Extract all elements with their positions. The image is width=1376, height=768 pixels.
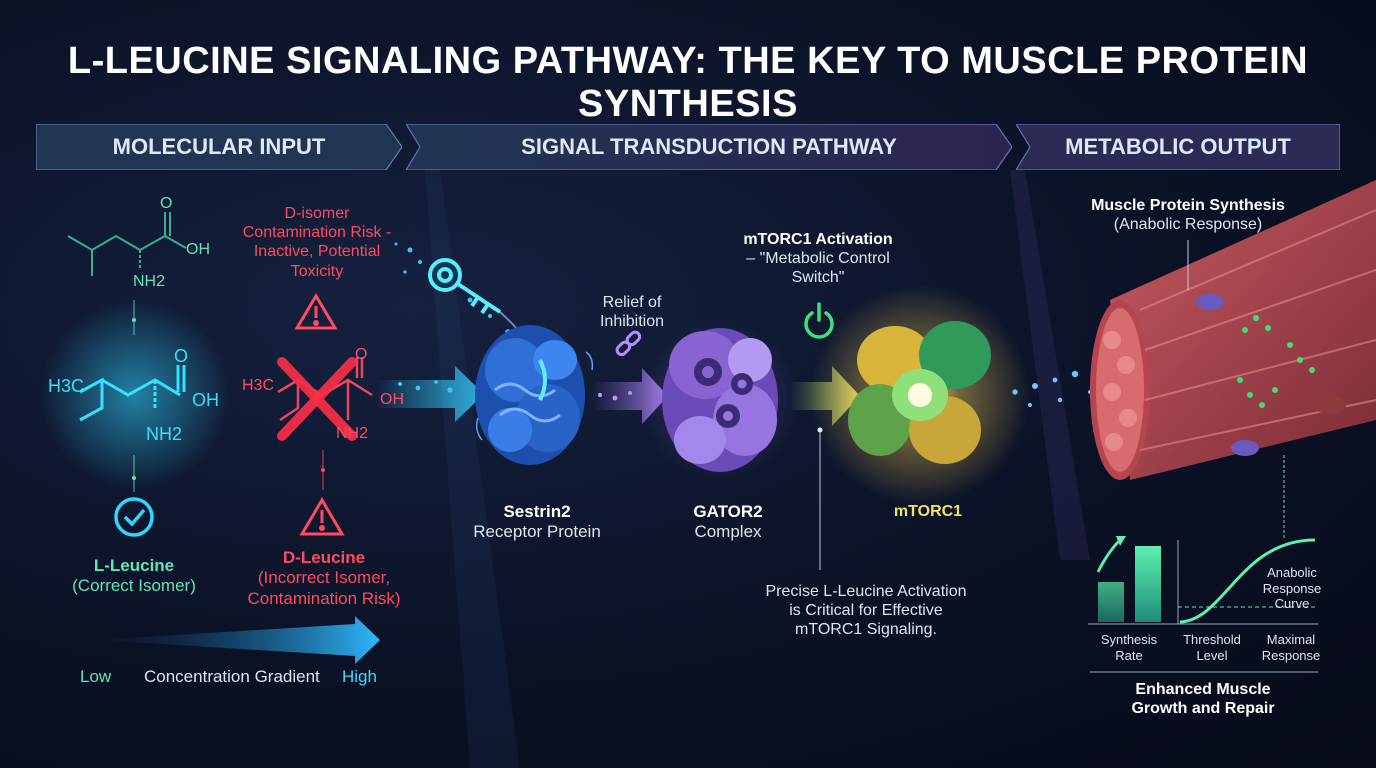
mps-line-1: Muscle Protein Synthesis (1091, 197, 1285, 214)
curve-line-3: Curve (1274, 596, 1310, 612)
risk-line-2: Contamination Risk - (242, 224, 392, 242)
mtorc1-activation-line-2: – "Metabolic Control (746, 250, 890, 268)
banner-signal-transduction: SIGNAL TRANSDUCTION PATHWAY (406, 124, 1012, 170)
d-oh-label: OH (380, 391, 404, 408)
relief-line-2: Inhibition (599, 313, 665, 331)
synth-line-2: Rate (1115, 647, 1143, 663)
power-icon (804, 302, 834, 339)
thr-line-1: Threshold (1183, 632, 1241, 647)
threshold-level-label: Threshold Level (1176, 632, 1248, 663)
precise-activation-note: Precise L-Leucine Activation is Critical… (746, 582, 986, 640)
mtorc1-activation-label: mTORC1 Activation – "Metabolic Control S… (730, 230, 906, 288)
gear-icon (694, 358, 753, 428)
l-h3c-label: H3C (48, 376, 85, 396)
bar-elevated (1135, 546, 1161, 622)
page-title: L-LEUCINE SIGNALING PATHWAY: THE KEY TO … (67, 40, 1309, 125)
key-icon (428, 258, 502, 315)
d-leucine-note-2: Contamination Risk) (247, 588, 401, 608)
mtorc1-name: mTORC1 (893, 503, 963, 520)
sestrin2-protein (475, 325, 585, 465)
sestrin2-name: Sestrin2 (503, 502, 571, 521)
enh-line-2: Growth and Repair (1131, 700, 1275, 718)
top-o-label: O (160, 195, 173, 212)
precise-line-3: mTORC1 Signaling. (795, 621, 937, 639)
warning-icon (294, 293, 338, 330)
gradient-low-label: Low (80, 667, 112, 686)
banner-molecular-input: MOLECULAR INPUT (36, 124, 402, 170)
precise-line-1: Precise L-Leucine Activation (765, 583, 967, 600)
risk-line-3: Inactive, Potential (253, 243, 381, 261)
d-isomer-risk-text: D-isomer Contamination Risk - Inactive, … (232, 204, 402, 281)
l-leucine-caption: L-Leucine (Correct Isomer) (54, 556, 214, 597)
mtorc1-activation-line-3: Switch" (791, 269, 845, 287)
d-leucine-name: D-Leucine (282, 548, 366, 567)
d-leucine-note-1: (Incorrect Isomer, (257, 568, 391, 588)
gradient-high-label: High (342, 667, 377, 686)
mtorc1-activation-line-1: mTORC1 Activation (743, 231, 893, 248)
mps-line-2: (Anabolic Response) (1113, 216, 1263, 234)
chain-link-icon (615, 330, 642, 357)
precise-line-2: is Critical for Effective (789, 602, 943, 620)
l-nh2-label: NH2 (146, 424, 183, 444)
curve-line-1: Anabolic (1267, 565, 1317, 580)
d-o-label: O (355, 346, 368, 363)
d-leucine-caption: D-Leucine (Incorrect Isomer, Contaminati… (236, 548, 412, 609)
banner-metabolic-output-label: METABOLIC OUTPUT (1065, 134, 1291, 159)
d-h3c-label: H3C (242, 377, 275, 394)
banner-signal-transduction-label: SIGNAL TRANSDUCTION PATHWAY (521, 134, 897, 159)
banner-molecular-input-label: MOLECULAR INPUT (112, 134, 326, 159)
thr-line-2: Level (1196, 647, 1228, 663)
bar-baseline (1098, 582, 1124, 622)
relief-of-inhibition-label: Relief of Inhibition (596, 293, 668, 331)
top-nh2-label: NH2 (133, 273, 166, 290)
l-oh-label: OH (192, 390, 219, 410)
gator2-name: GATOR2 (693, 502, 763, 521)
mps-label: Muscle Protein Synthesis (Anabolic Respo… (1080, 196, 1296, 234)
gradient-label: Concentration Gradient (144, 667, 320, 686)
curve-label: Anabolic Response Curve (1250, 565, 1334, 612)
risk-line-1: D-isomer (284, 205, 350, 222)
enh-line-1: Enhanced Muscle (1135, 681, 1271, 698)
sestrin2-caption: Sestrin2 Receptor Protein (466, 502, 608, 543)
curve-line-2: Response (1262, 580, 1322, 596)
check-icon (114, 497, 154, 537)
synth-line-1: Synthesis (1100, 632, 1158, 647)
top-oh-label: OH (186, 241, 210, 258)
synthesis-rate-label: Synthesis Rate (1092, 632, 1166, 663)
gator2-caption: GATOR2 Complex (680, 502, 776, 543)
output-mini-chart (1088, 536, 1318, 673)
gator2-complex (662, 328, 778, 472)
enhanced-growth-label: Enhanced Muscle Growth and Repair (1110, 680, 1296, 718)
maximal-response-label: Maximal Response (1256, 632, 1326, 663)
d-nh2-label: NH2 (336, 425, 369, 442)
l-leucine-skeleton (79, 365, 186, 422)
risk-line-4: Toxicity (290, 262, 344, 280)
rejection-cross-icon (277, 357, 357, 441)
max-line-2: Response (1261, 647, 1321, 663)
anabolic-response-curve (1179, 538, 1316, 624)
sestrin2-desc: Receptor Protein (473, 522, 601, 542)
mtorc1-complex (848, 321, 991, 464)
warning-icon (299, 497, 345, 536)
gator2-desc: Complex (694, 522, 762, 542)
l-leucine-name: L-Leucine (93, 556, 175, 575)
leucine-skeleton-top (67, 212, 187, 276)
l-o-label: O (174, 346, 189, 366)
banner-metabolic-output: METABOLIC OUTPUT (1016, 124, 1340, 170)
relief-line-1: Relief of (602, 294, 662, 311)
concentration-gradient-arrow (96, 616, 380, 664)
l-leucine-note: (Correct Isomer) (72, 576, 196, 596)
max-line-1: Maximal (1266, 632, 1316, 647)
